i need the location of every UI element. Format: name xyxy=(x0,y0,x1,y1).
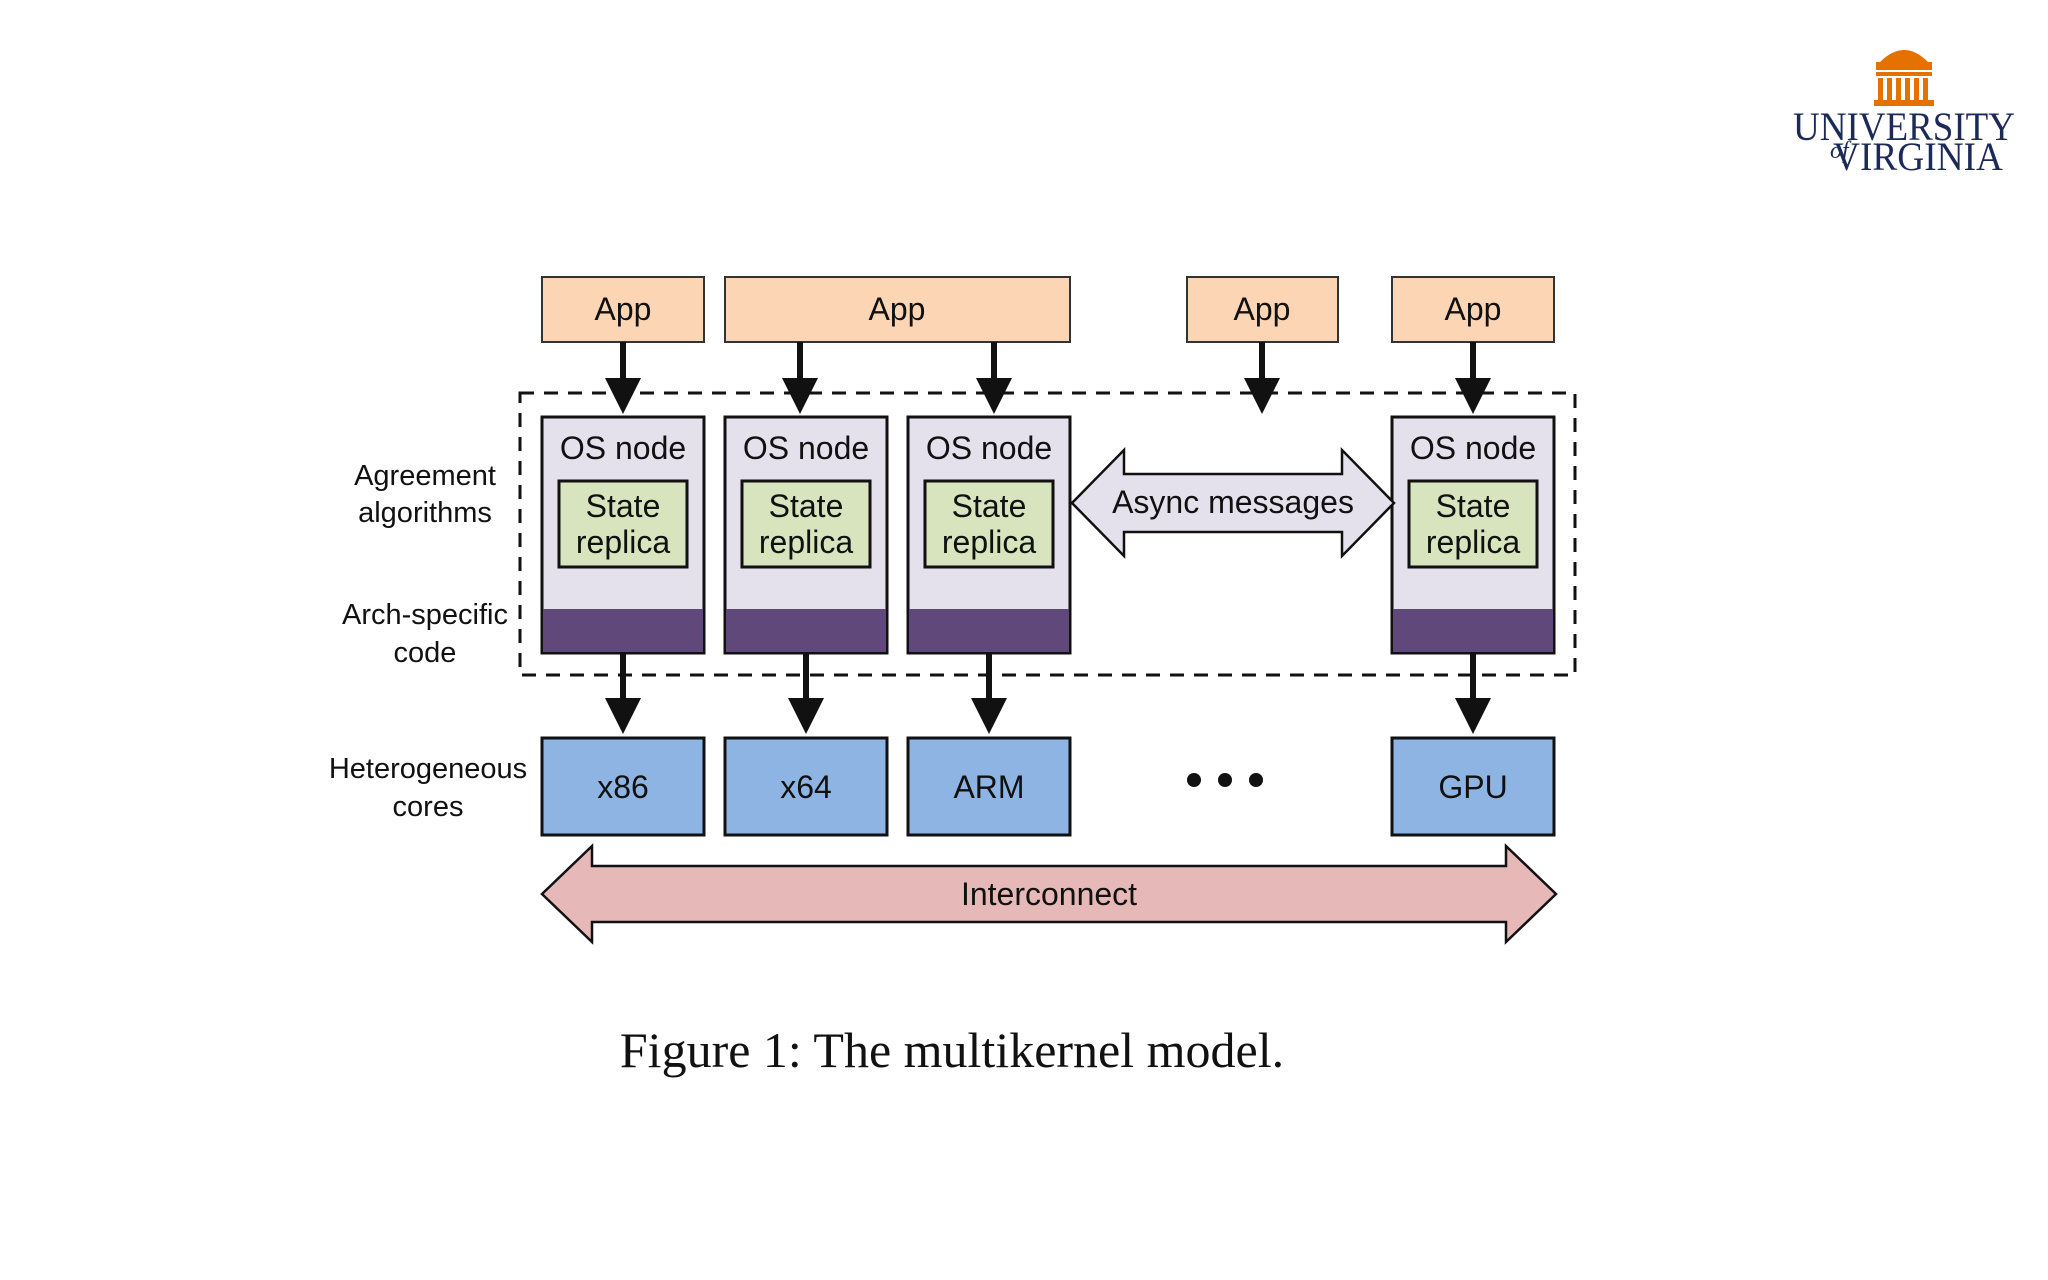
agreement-label: Agreement xyxy=(354,460,496,492)
core-arrows xyxy=(605,653,1491,734)
agreement-label: algorithms xyxy=(358,497,492,529)
university-logo: UNIVERSITY of VIRGINIA xyxy=(1793,50,2015,179)
interconnect-label: Interconnect xyxy=(961,876,1137,912)
state-replica-label: State xyxy=(586,488,661,524)
heterogeneous-label: cores xyxy=(393,791,464,823)
state-replica-label: replica xyxy=(942,524,1036,560)
core-box: x86 xyxy=(540,736,706,837)
state-replica-box xyxy=(923,479,1055,569)
state-replica-label: replica xyxy=(576,524,670,560)
arch-specific-label: code xyxy=(394,637,457,669)
app-label: App xyxy=(869,291,926,327)
async-messages-arrow: Async messages xyxy=(1070,446,1396,560)
logo-of-text: of xyxy=(1830,138,1852,164)
state-replica-box xyxy=(557,479,689,569)
os-node: OS node State replica xyxy=(906,415,1072,655)
os-node: OS node State replica xyxy=(723,415,889,655)
core-label: ARM xyxy=(953,769,1024,805)
figure-caption: Figure 1: The multikernel model. xyxy=(620,1022,1284,1078)
async-messages-label: Async messages xyxy=(1112,484,1354,520)
arch-code-block xyxy=(909,609,1069,652)
app-arrows xyxy=(605,342,1491,414)
app-box: App xyxy=(724,276,1071,343)
state-replica-box xyxy=(1407,479,1539,569)
state-replica-label: State xyxy=(1436,488,1511,524)
core-box: x64 xyxy=(723,736,889,837)
app-box: App xyxy=(1391,276,1555,343)
state-replica-box xyxy=(740,479,872,569)
app-label: App xyxy=(1445,291,1502,327)
os-node-label: OS node xyxy=(743,430,869,466)
arch-specific-label: Arch-specific xyxy=(342,599,508,631)
os-node-label: OS node xyxy=(560,430,686,466)
os-node: OS node State replica xyxy=(540,415,706,655)
state-replica-label: State xyxy=(769,488,844,524)
state-replica-label: replica xyxy=(759,524,853,560)
heterogeneous-label: Heterogeneous xyxy=(329,753,527,785)
app-label: App xyxy=(595,291,652,327)
core-label: GPU xyxy=(1438,769,1507,805)
os-node-label: OS node xyxy=(926,430,1052,466)
app-box: App xyxy=(541,276,705,343)
arch-code-block xyxy=(543,609,703,652)
ellipsis-icon xyxy=(1187,773,1263,787)
kernel-boundary xyxy=(518,391,1577,677)
state-replica-label: replica xyxy=(1426,524,1520,560)
app-box: App xyxy=(1186,276,1339,343)
os-node: OS node State replica xyxy=(1390,415,1556,655)
app-label: App xyxy=(1234,291,1291,327)
arch-code-block xyxy=(726,609,886,652)
arch-code-block xyxy=(1393,609,1553,652)
interconnect-arrow: Interconnect xyxy=(540,843,1558,945)
state-replica-label: State xyxy=(952,488,1027,524)
rotunda-icon xyxy=(1874,50,1934,106)
core-box: ARM xyxy=(906,736,1072,837)
os-node-label: OS node xyxy=(1410,430,1536,466)
core-label: x64 xyxy=(780,769,832,805)
logo-university-text: UNIVERSITY xyxy=(1793,104,2015,149)
core-box: GPU xyxy=(1390,736,1556,837)
logo-virginia-text: VIRGINIA xyxy=(1833,134,2003,179)
core-label: x86 xyxy=(597,769,649,805)
